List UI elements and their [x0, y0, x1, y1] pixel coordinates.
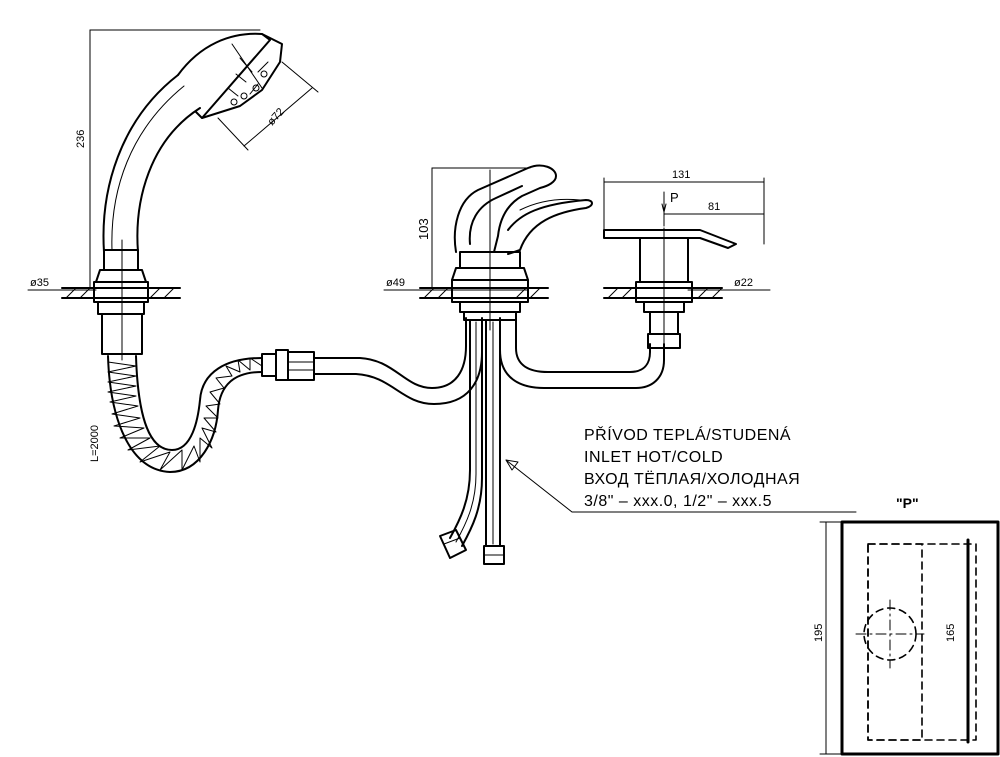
valve-section-mark: P: [670, 190, 679, 205]
note-line-3: ВХОД ТЁПЛАЯ/ХОЛОДНАЯ: [584, 470, 800, 488]
mixer-body: 103 ø49: [383, 164, 593, 331]
deck-hole-left-label: ø35: [30, 277, 49, 289]
detail-height-label: 195: [813, 624, 825, 642]
deck-hole-mid-label: ø49: [386, 277, 405, 289]
diverter-pipe: [499, 317, 665, 389]
shower-height-label: 236: [75, 130, 87, 148]
note-line-2: INLET HOT/COLD: [584, 449, 723, 466]
deck-hole-right-label: ø22: [734, 277, 753, 289]
valve-width-label: 131: [672, 169, 690, 181]
mixer-height-label: 103: [416, 218, 431, 240]
hand-shower: ø72 236 ø35: [27, 29, 319, 361]
valve-offset-label: 81: [708, 201, 720, 213]
diverter-valve: 131 81 P ø22: [603, 169, 771, 355]
detail-label: "P": [896, 495, 919, 511]
detail-inner-label: 165: [945, 624, 957, 642]
inlet-note: PŘÍVOD TEPLÁ/STUDENÁ INLET HOT/COLD ВХОД…: [505, 425, 857, 513]
hose-length-label: L=2000: [89, 425, 101, 462]
note-line-1: PŘÍVOD TEPLÁ/STUDENÁ: [584, 425, 791, 444]
detail-p: "P" 195 165: [813, 495, 1000, 756]
note-line-4: 3/8" – xxx.0, 1/2" – xxx.5: [584, 493, 772, 510]
supply-hoses: [439, 319, 505, 565]
shower-hose: L=2000: [89, 317, 483, 473]
